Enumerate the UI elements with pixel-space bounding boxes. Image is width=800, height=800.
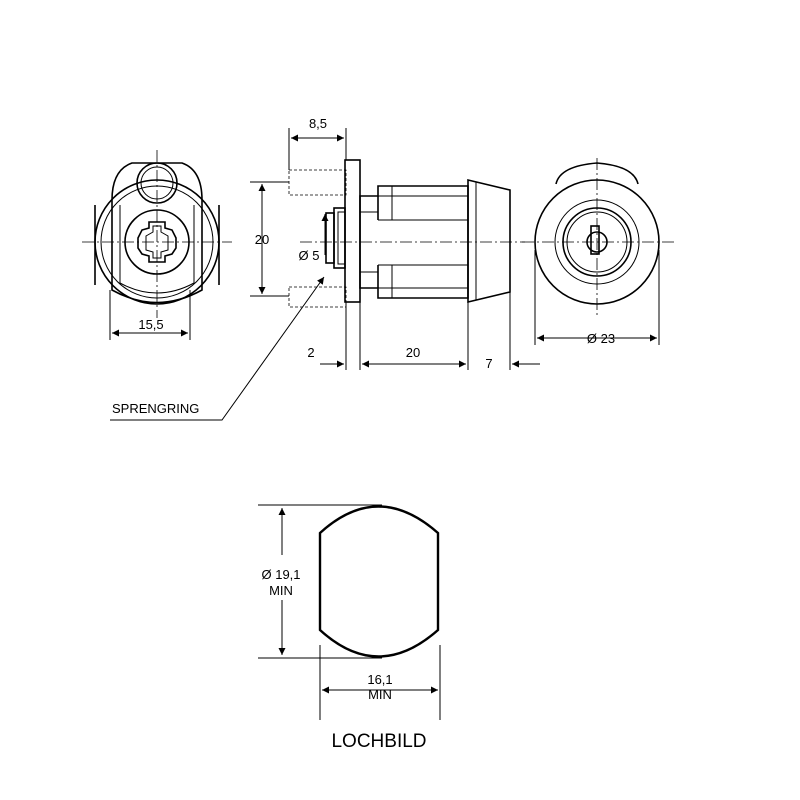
dim-cutout-width-min: MIN [368,687,392,702]
dim-bezel-depth: 7 [485,356,492,371]
dim-cutout-diameter-min: MIN [269,583,293,598]
dim-front-width: 15,5 [138,317,163,332]
label-hole-pattern: LOCHBILD [331,731,426,752]
front-view: 15,5 [82,150,232,340]
dim-bolt-travel: 20 [255,232,269,247]
dim-plug-diameter: Ø 5 [299,248,320,263]
dim-cutout-diameter: Ø 19,1 [261,567,300,582]
rear-view: Ø 23 [522,158,675,346]
dim-bezel-diameter: Ø 23 [587,331,615,346]
side-view: 8,5 20 Ø 5 2 20 7 SPRENGRING [110,116,540,421]
dim-body-length: 20 [406,345,420,360]
label-spring-ring: SPRENGRING [112,401,199,416]
dim-plate-thickness: 2 [307,345,314,360]
dim-cutout-width: 16,1 [367,672,392,687]
dim-bolt-width: 8,5 [309,116,327,131]
hole-pattern-view: Ø 19,1 MIN 16,1 MIN LOCHBILD [258,504,441,752]
